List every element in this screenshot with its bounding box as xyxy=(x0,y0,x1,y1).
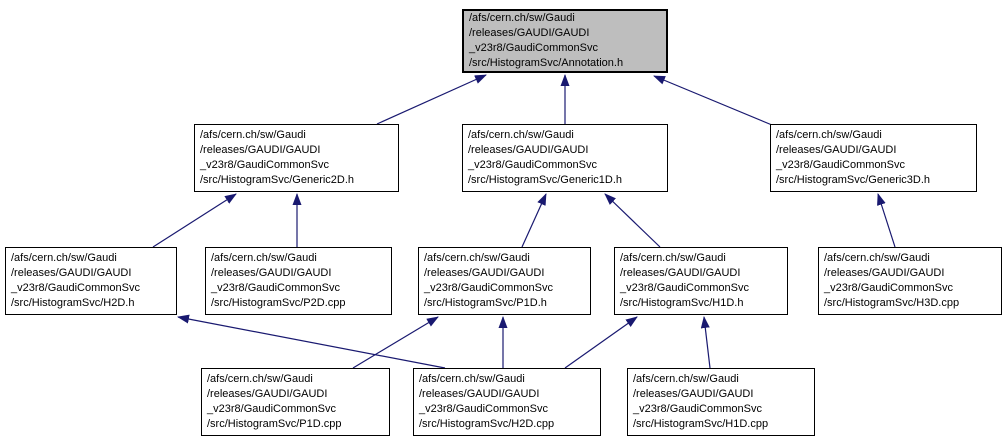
node-label-line: _v23r8/GaudiCommonSvc xyxy=(424,282,554,294)
graph-node-p1d-cpp[interactable]: /afs/cern.ch/sw/Gaudi/releases/GAUDI/GAU… xyxy=(201,368,390,436)
edge-h3d-cpp-to-generic3d-h xyxy=(877,193,896,248)
edge-p1d-cpp-to-p1d-h xyxy=(352,316,439,369)
node-label-line: _v23r8/GaudiCommonSvc xyxy=(824,282,954,294)
node-label-line: _v23r8/GaudiCommonSvc xyxy=(469,42,599,54)
graph-node-h2d-h[interactable]: /afs/cern.ch/sw/Gaudi/releases/GAUDI/GAU… xyxy=(5,247,177,315)
graph-node-generic3d-h[interactable]: /afs/cern.ch/sw/Gaudi/releases/GAUDI/GAU… xyxy=(770,124,977,192)
edge-h1d-h-to-generic1d-h xyxy=(604,193,661,248)
node-label-line: /releases/GAUDI/GAUDI xyxy=(424,267,545,279)
node-label-line: /src/HistogramSvc/Generic3D.h xyxy=(776,174,931,186)
node-label-line: _v23r8/GaudiCommonSvc xyxy=(11,282,141,294)
edge-h2d-h-to-generic2d-h xyxy=(152,193,237,248)
node-label-line: /releases/GAUDI/GAUDI xyxy=(776,144,897,156)
node-label-line: /releases/GAUDI/GAUDI xyxy=(11,267,132,279)
node-label-line: /src/HistogramSvc/H2D.h xyxy=(11,297,135,309)
node-label-line: /src/HistogramSvc/Generic1D.h xyxy=(468,174,623,186)
node-label-line: /afs/cern.ch/sw/Gaudi xyxy=(469,12,575,24)
graph-node-h2d-cpp[interactable]: /afs/cern.ch/sw/Gaudi/releases/GAUDI/GAU… xyxy=(413,368,601,436)
edge-h2d-cpp-to-h1d-h xyxy=(564,316,638,369)
node-label-line: _v23r8/GaudiCommonSvc xyxy=(419,403,549,415)
node-label-line: /afs/cern.ch/sw/Gaudi xyxy=(419,373,525,385)
node-label-line: /src/HistogramSvc/P2D.cpp xyxy=(211,297,346,309)
node-label-line: /afs/cern.ch/sw/Gaudi xyxy=(207,373,313,385)
node-label-line: _v23r8/GaudiCommonSvc xyxy=(200,159,330,171)
graph-node-h3d-cpp[interactable]: /afs/cern.ch/sw/Gaudi/releases/GAUDI/GAU… xyxy=(818,247,1002,315)
graph-node-h1d-cpp[interactable]: /afs/cern.ch/sw/Gaudi/releases/GAUDI/GAU… xyxy=(627,368,815,436)
node-label-line: /afs/cern.ch/sw/Gaudi xyxy=(633,373,739,385)
node-label-line: _v23r8/GaudiCommonSvc xyxy=(211,282,341,294)
node-label-line: /releases/GAUDI/GAUDI xyxy=(419,388,540,400)
node-label-line: /releases/GAUDI/GAUDI xyxy=(200,144,321,156)
edge-generic2d-h-to-annotation-h xyxy=(376,74,487,125)
graph-node-p2d-cpp[interactable]: /afs/cern.ch/sw/Gaudi/releases/GAUDI/GAU… xyxy=(205,247,392,315)
node-label-line: /afs/cern.ch/sw/Gaudi xyxy=(424,252,530,264)
node-label-line: _v23r8/GaudiCommonSvc xyxy=(207,403,337,415)
node-label-line: /releases/GAUDI/GAUDI xyxy=(468,144,589,156)
graph-node-generic2d-h[interactable]: /afs/cern.ch/sw/Gaudi/releases/GAUDI/GAU… xyxy=(194,124,399,192)
node-label-line: /releases/GAUDI/GAUDI xyxy=(633,388,754,400)
node-label-line: /afs/cern.ch/sw/Gaudi xyxy=(776,129,882,141)
node-label-line: /src/HistogramSvc/P1D.cpp xyxy=(207,418,342,430)
edge-h2d-cpp-to-h2d-h xyxy=(177,314,446,369)
node-label-line: /src/HistogramSvc/H2D.cpp xyxy=(419,418,555,430)
node-label-line: /releases/GAUDI/GAUDI xyxy=(211,267,332,279)
node-label-line: _v23r8/GaudiCommonSvc xyxy=(620,282,750,294)
node-label-line: _v23r8/GaudiCommonSvc xyxy=(633,403,763,415)
node-label-line: _v23r8/GaudiCommonSvc xyxy=(468,159,598,171)
node-label-line: /src/HistogramSvc/H3D.cpp xyxy=(824,297,960,309)
edge-h1d-cpp-to-h1d-h xyxy=(700,316,711,369)
node-label-line: /releases/GAUDI/GAUDI xyxy=(620,267,741,279)
graph-node-generic1d-h[interactable]: /afs/cern.ch/sw/Gaudi/releases/GAUDI/GAU… xyxy=(462,124,668,192)
edge-generic3d-h-to-annotation-h xyxy=(653,75,773,126)
node-label-line: /src/HistogramSvc/H1D.h xyxy=(620,297,744,309)
node-label-line: /src/HistogramSvc/Generic2D.h xyxy=(200,174,355,186)
node-label-line: /afs/cern.ch/sw/Gaudi xyxy=(620,252,726,264)
node-label-line: /releases/GAUDI/GAUDI xyxy=(469,27,590,39)
node-label-line: /afs/cern.ch/sw/Gaudi xyxy=(824,252,930,264)
node-label-line: /afs/cern.ch/sw/Gaudi xyxy=(468,129,574,141)
edge-p1d-h-to-generic1d-h xyxy=(521,193,547,248)
node-label-line: /releases/GAUDI/GAUDI xyxy=(207,388,328,400)
node-label-line: /src/HistogramSvc/H1D.cpp xyxy=(633,418,769,430)
node-label-line: /afs/cern.ch/sw/Gaudi xyxy=(11,252,117,264)
node-label-line: /releases/GAUDI/GAUDI xyxy=(824,267,945,279)
graph-node-p1d-h[interactable]: /afs/cern.ch/sw/Gaudi/releases/GAUDI/GAU… xyxy=(418,247,591,315)
graph-node-h1d-h[interactable]: /afs/cern.ch/sw/Gaudi/releases/GAUDI/GAU… xyxy=(614,247,788,315)
node-label-line: /afs/cern.ch/sw/Gaudi xyxy=(211,252,317,264)
node-label-line: /src/HistogramSvc/Annotation.h xyxy=(469,57,624,69)
graph-node-annotation-h[interactable]: /afs/cern.ch/sw/Gaudi/releases/GAUDI/GAU… xyxy=(462,9,668,73)
node-label-line: _v23r8/GaudiCommonSvc xyxy=(776,159,906,171)
node-label-line: /afs/cern.ch/sw/Gaudi xyxy=(200,129,306,141)
node-label-line: /src/HistogramSvc/P1D.h xyxy=(424,297,547,309)
